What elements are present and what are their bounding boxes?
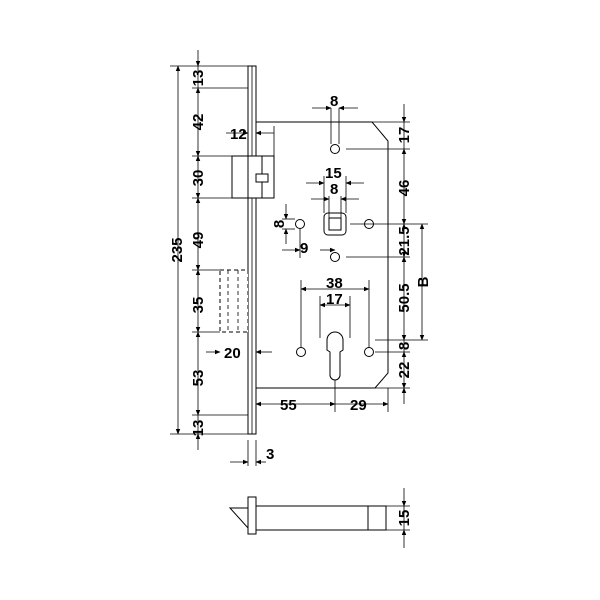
dim-follower-inner: 8 xyxy=(330,181,338,198)
projection-dimensions: 12 20 3 xyxy=(206,126,275,466)
dim-screw-hole-top: 8 xyxy=(330,93,338,110)
dim-top-13: 13 xyxy=(190,70,207,87)
left-dimension-labels: 235 13 42 30 49 35 53 13 xyxy=(169,70,207,437)
dim-top-offset: 17 xyxy=(396,127,413,144)
follower-dimensions: 15 8 xyxy=(306,165,364,218)
dim-to-follower: 46 xyxy=(396,180,413,197)
dim-latch-height: 30 xyxy=(190,170,207,187)
dim-bolt-height: 35 xyxy=(190,297,207,314)
bolt xyxy=(219,269,249,333)
dim-latch-from-top: 42 xyxy=(190,114,207,131)
side-view: 15 xyxy=(228,488,413,548)
screw-holes xyxy=(295,144,374,357)
bottom-dimensions: 55 29 xyxy=(255,380,389,414)
cylinder-dimensions: 38 17 xyxy=(300,275,370,347)
dim-backset: 55 xyxy=(280,397,297,414)
right-dimension-lines xyxy=(346,104,428,404)
dim-case-right: 29 xyxy=(350,397,367,414)
cylinder-cutout xyxy=(326,331,344,381)
dim-latch-to-bolt: 49 xyxy=(190,232,207,249)
dim-follower-outer: 15 xyxy=(325,165,342,182)
dim-bolt-projection: 20 xyxy=(224,345,241,362)
dim-distance-label: B xyxy=(415,276,432,287)
dim-center-distance: 50.5 xyxy=(396,283,413,312)
left-dimension-lines xyxy=(170,50,248,450)
dim-side-view-thickness: 15 xyxy=(396,510,413,527)
dim-side-9: 9 xyxy=(300,240,308,257)
top-hole-dimension: 8 xyxy=(312,93,358,144)
left-hole-dimensions: 8 9 xyxy=(271,204,336,258)
dim-cylinder-width: 38 xyxy=(326,275,343,292)
dim-bottom-13: 13 xyxy=(190,420,207,437)
dim-bolt-to-bottom: 53 xyxy=(190,370,207,387)
dim-faceplate-thickness: 3 xyxy=(266,446,274,463)
dim-follower-below: 21.5 xyxy=(396,226,413,255)
dim-cylinder-bottom: 22 xyxy=(396,362,413,379)
right-dimension-labels: 17 46 21.5 50.5 B 8 22 xyxy=(396,127,432,379)
dim-side-8: 8 xyxy=(271,220,288,228)
latch xyxy=(231,155,275,199)
dim-total-height: 235 xyxy=(169,237,186,262)
follower-square xyxy=(323,212,347,236)
dim-latch-projection: 12 xyxy=(230,126,247,143)
dim-cylinder-inner: 17 xyxy=(326,291,343,308)
dim-cylinder-small: 8 xyxy=(396,342,413,350)
faceplate xyxy=(247,65,257,435)
